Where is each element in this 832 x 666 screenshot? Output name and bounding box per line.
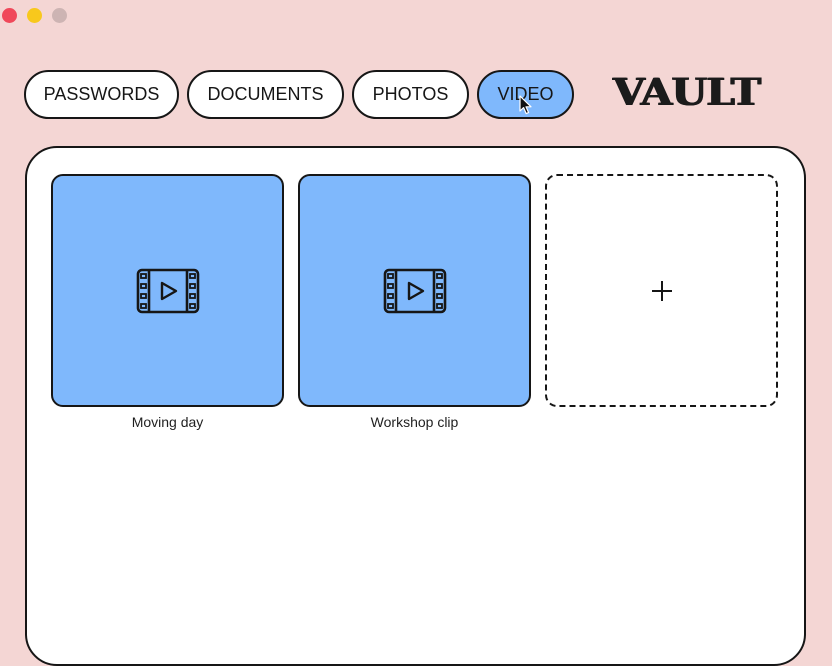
video-grid-panel: Moving day Workshop clip	[25, 146, 806, 666]
film-play-icon	[136, 268, 199, 313]
mouse-cursor-icon	[519, 95, 532, 115]
tab-photos[interactable]: PHOTOS	[352, 70, 469, 119]
category-tabs: PASSWORDS DOCUMENTS PHOTOS VIDEO	[24, 70, 574, 119]
video-title: Workshop clip	[370, 414, 459, 430]
plus-icon	[651, 280, 672, 301]
vault-logo: VAULT	[613, 70, 761, 115]
video-card[interactable]	[298, 174, 531, 407]
film-play-icon	[383, 268, 446, 313]
window-zoom-button[interactable]	[52, 8, 67, 23]
window-controls	[2, 8, 67, 23]
video-title: Moving day	[131, 414, 204, 430]
window-close-button[interactable]	[2, 8, 17, 23]
add-video-button[interactable]	[545, 174, 778, 407]
tab-passwords[interactable]: PASSWORDS	[24, 70, 179, 119]
video-card[interactable]	[51, 174, 284, 407]
window-minimize-button[interactable]	[27, 8, 42, 23]
tab-documents[interactable]: DOCUMENTS	[187, 70, 344, 119]
